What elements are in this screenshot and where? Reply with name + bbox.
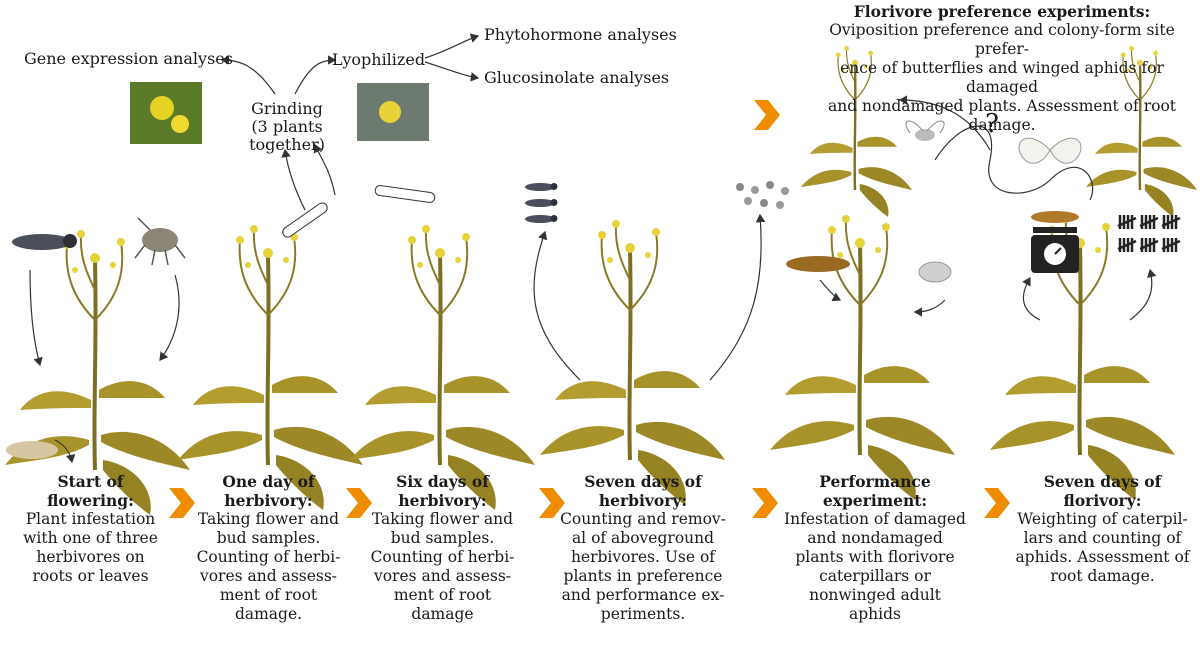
aphid-icon [134, 217, 186, 266]
glucosinolate-label: Glucosinolate analyses [484, 68, 670, 87]
plant-stage-4 [538, 218, 727, 507]
question-mark-label: ? [985, 109, 999, 139]
plant-stage-3 [348, 223, 537, 512]
stage-6-caption: Seven days of florivory: Weighting of ca… [1010, 472, 1195, 586]
plant-stage-6 [988, 213, 1177, 502]
stage-title: Six days of herbivory: [396, 472, 489, 510]
stage-2-caption: One day of herbivory: Taking flower and … [186, 472, 351, 624]
preference-title: Florivore preference experiments: [853, 2, 1151, 21]
plant-stage-2 [176, 223, 365, 512]
stage-1-caption: Start of flowering: Plant infestation wi… [8, 472, 173, 586]
orange-chevron-icon [754, 100, 780, 130]
orange-chevron-icon [752, 488, 778, 518]
stage-4-caption: Seven days of herbivory: Counting and re… [553, 472, 733, 624]
stage-description: Plant infestation with one of three herb… [23, 510, 158, 585]
weighing-scale-icon [1031, 211, 1079, 273]
preference-experiments-block: Florivore preference experiments: Ovipos… [806, 2, 1198, 135]
stage-title: Seven days of herbivory: [584, 472, 702, 510]
stage-title: Start of flowering: [47, 472, 134, 510]
aphid-swarm-icon [736, 181, 789, 209]
test-tube-icon-1 [282, 202, 328, 238]
winged-aphid-icon [918, 261, 952, 283]
winged-aphid-pref-icon [905, 120, 945, 141]
orange-chevron-icon [346, 488, 372, 518]
gene-expression-label: Gene expression analyses [24, 49, 233, 68]
lyophilized-label: Lyophilized [332, 50, 426, 69]
stage-description: Counting and remov- al of aboveground he… [560, 510, 726, 623]
flower-photo-right-icon [357, 83, 429, 141]
stage-3-caption: Six days of herbivory: Taking flower and… [360, 472, 525, 624]
stage-description: Infestation of damaged and nondamaged pl… [784, 510, 966, 623]
stage-title: Seven days of florivory: [1043, 472, 1162, 510]
preference-description: Oviposition preference and colony-form s… [827, 21, 1177, 134]
preference-flight-path [934, 125, 1094, 201]
stage-title: One day of herbivory: [222, 472, 315, 510]
stage-description: Taking flower and bud samples. Counting … [196, 510, 341, 623]
stage-description: Weighting of caterpil- lars and counting… [1015, 510, 1190, 585]
orange-chevron-icon [984, 488, 1010, 518]
root-larva-icon [6, 441, 58, 459]
orange-chevron-icon [539, 488, 565, 518]
stage-5-caption: Performance experiment: Infestation of d… [775, 472, 975, 624]
grinding-label: Grinding (3 plants together) [249, 99, 325, 154]
plant-stage-5 [768, 213, 957, 502]
butterfly-icon [1018, 137, 1082, 164]
phytohormone-label: Phytohormone analyses [484, 25, 677, 44]
tally-marks-icon [1117, 215, 1181, 252]
flow-arrows [29, 33, 1157, 464]
test-tube-icon-2 [374, 185, 436, 203]
stage-title: Performance experiment: [819, 472, 931, 510]
florivore-caterpillar-icon [786, 256, 850, 272]
orange-chevron-icon [169, 488, 195, 518]
caterpillars-group-icon [525, 183, 558, 223]
stage-description: Taking flower and bud samples. Counting … [370, 510, 515, 623]
flower-photo-left-icon [130, 82, 202, 144]
